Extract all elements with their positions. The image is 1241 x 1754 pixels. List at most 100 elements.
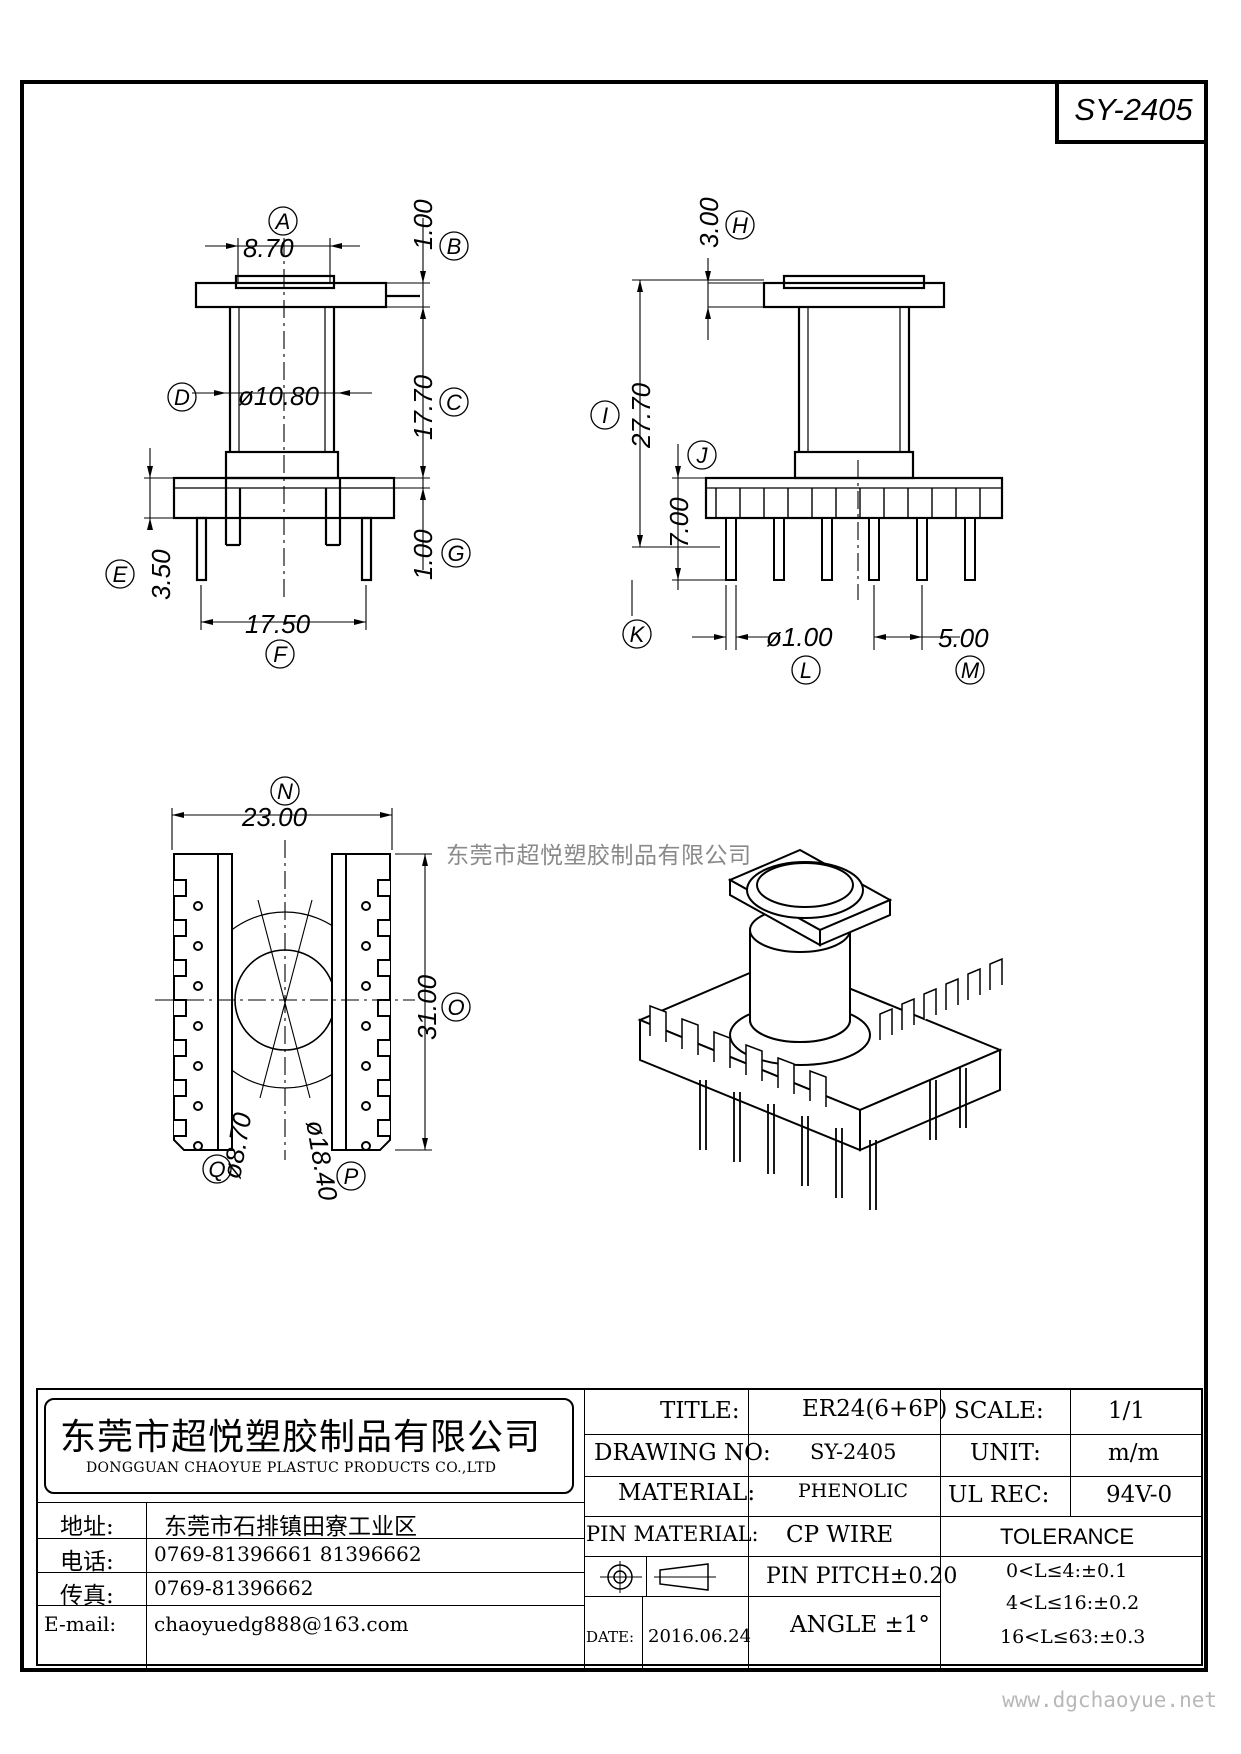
- bottom-pin-hole-left: [193, 981, 203, 991]
- fax-label: 传真:: [60, 1583, 114, 1609]
- bottom-pin-hole-left: [193, 941, 203, 951]
- iso-tooth-front: [713, 1030, 731, 1068]
- dim-c-value: 17.70: [408, 374, 438, 440]
- title-value: ER24(6+6P): [802, 1396, 948, 1422]
- dim-l-value: ø1.00: [766, 622, 833, 652]
- bottom-pin-hole-right: [361, 1061, 371, 1071]
- title-block: 东莞市超悦塑胶制品有限公司 DONGGUAN CHAOYUE PLASTUC P…: [36, 1388, 1203, 1668]
- iso-tooth-back: [901, 997, 915, 1030]
- bottom-pin-hole-left: [193, 1101, 203, 1111]
- drawing-code: SY-2405: [1055, 80, 1208, 144]
- side-pin: [868, 517, 880, 581]
- drawing-no-value: SY-2405: [810, 1440, 897, 1464]
- bottom-pin-rows: [173, 853, 391, 1151]
- bottom-pin-hole-right: [361, 981, 371, 991]
- bottom-pin-hole-right: [361, 941, 371, 951]
- dim-j-value: 7.00: [664, 497, 694, 548]
- title-label: TITLE:: [660, 1398, 740, 1424]
- dim-f-value: 17.50: [245, 609, 311, 639]
- side-top-tab: [782, 274, 926, 290]
- front-pin-right: [360, 516, 373, 582]
- pin-pitch-value: PIN PITCH±0.20: [766, 1564, 958, 1589]
- phone-label: 电话:: [60, 1549, 114, 1575]
- iso-tooth-back: [923, 987, 937, 1020]
- bottom-notch-left: [174, 1039, 187, 1057]
- material-label: MATERIAL:: [618, 1480, 756, 1506]
- bottom-notch-right: [377, 1079, 390, 1097]
- company-box: 东莞市超悦塑胶制品有限公司 DONGGUAN CHAOYUE PLASTUC P…: [44, 1398, 574, 1494]
- iso-base-teeth: [649, 957, 1003, 1107]
- side-pin: [821, 517, 833, 581]
- material-value: PHENOLIC: [798, 1480, 909, 1502]
- pin-material-value: CP WIRE: [786, 1522, 894, 1548]
- scale-label: SCALE:: [954, 1398, 1044, 1424]
- iso-tooth-back: [967, 967, 981, 1000]
- iso-pins: [699, 1068, 967, 1210]
- tolerance-row-1: 0<L≤4:±0.1: [1006, 1560, 1128, 1582]
- projection-symbol-icon: [600, 1561, 716, 1593]
- iso-tooth-front: [745, 1043, 763, 1081]
- label-m: M: [961, 658, 980, 683]
- fax-value: 0769-81396662: [154, 1576, 314, 1600]
- address-label: 地址:: [60, 1514, 114, 1540]
- bottom-notch-left: [174, 1119, 187, 1137]
- dim-g-value: 1.00: [408, 529, 438, 580]
- label-e: E: [113, 562, 128, 587]
- watermark-text: 东莞市超悦塑胶制品有限公司: [446, 843, 752, 869]
- ul-rec-label: UL REC:: [948, 1482, 1050, 1508]
- drawing-no-label: DRAWING NO:: [594, 1440, 771, 1466]
- bottom-notch-left: [174, 919, 187, 937]
- tolerance-row-3: 16<L≤63:±0.3: [1000, 1626, 1146, 1648]
- bottom-notch-right: [377, 919, 390, 937]
- dim-n-value: 23.00: [241, 802, 308, 832]
- bottom-notch-right: [377, 879, 390, 897]
- side-top-flange: [762, 281, 946, 309]
- dim-e-value: 3.50: [146, 549, 176, 600]
- label-k: K: [630, 622, 646, 647]
- angle-value: ANGLE ±1°: [790, 1612, 930, 1638]
- iso-tooth-back: [879, 1007, 893, 1040]
- phone-value: 0769-81396661 81396662: [154, 1542, 422, 1566]
- bottom-pin-hole-right: [361, 1141, 371, 1151]
- bottom-pin-hole-right: [361, 1021, 371, 1031]
- bottom-pin-hole-left: [193, 901, 203, 911]
- front-top-tab: [234, 274, 336, 290]
- iso-tooth-front: [681, 1017, 699, 1055]
- dim-d-value: ø10.80: [238, 381, 319, 411]
- unit-value: m/m: [1108, 1440, 1160, 1466]
- label-f: F: [273, 642, 288, 667]
- label-h: H: [732, 213, 748, 238]
- unit-label: UNIT:: [970, 1440, 1041, 1466]
- drawing-frame: [20, 80, 1208, 1672]
- front-pin-left: [195, 516, 208, 582]
- iso-tooth-front: [649, 1004, 667, 1042]
- bottom-notch-left: [174, 1079, 187, 1097]
- label-o: O: [447, 995, 464, 1020]
- dim-o-value: 31.00: [412, 974, 442, 1040]
- label-i: I: [602, 403, 608, 428]
- label-a: A: [274, 209, 291, 234]
- company-name-en: DONGGUAN CHAOYUE PLASTUC PRODUCTS CO.,LT…: [86, 1460, 497, 1476]
- bottom-notch-right: [377, 959, 390, 977]
- side-base: [704, 476, 1004, 520]
- dim-a-value: 8.70: [243, 233, 294, 263]
- label-l: L: [800, 658, 812, 683]
- scale-value: 1/1: [1108, 1398, 1146, 1424]
- side-pin: [725, 517, 737, 581]
- email-label: E-mail:: [44, 1612, 117, 1636]
- dim-m-value: 5.00: [938, 623, 989, 653]
- side-base-slots: [715, 488, 981, 518]
- bottom-notch-left: [174, 879, 187, 897]
- side-pins: [725, 517, 976, 581]
- dim-b-value: 1.00: [408, 199, 438, 250]
- tolerance-row-2: 4<L≤16:±0.2: [1006, 1592, 1140, 1614]
- bottom-pin-hole-right: [361, 901, 371, 911]
- bottom-notch-left: [174, 959, 187, 977]
- tolerance-label: TOLERANCE: [1000, 1524, 1135, 1549]
- date-label: DATE:: [586, 1628, 635, 1646]
- bottom-pin-hole-left: [193, 1061, 203, 1071]
